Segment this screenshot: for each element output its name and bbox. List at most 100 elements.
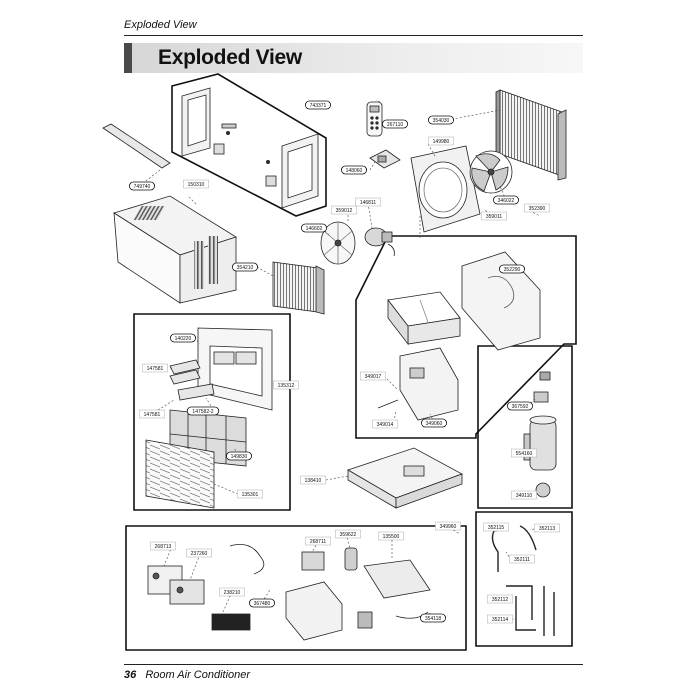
- callout-frame: [483, 522, 509, 532]
- part-callout-352390: 352390: [524, 203, 550, 213]
- part-number-label: 148060: [346, 168, 363, 174]
- part-callout-359011: 359011: [481, 211, 507, 221]
- callout-frame: [381, 119, 408, 129]
- front-panel-group-outline: [133, 313, 291, 511]
- callout-frame: [524, 203, 550, 213]
- callout-frame: [186, 406, 220, 416]
- part-callout-150310: 150310: [183, 179, 209, 189]
- part-callout-359012: 359012: [331, 205, 357, 215]
- louver-parts: [169, 359, 215, 401]
- callout-frame: [498, 264, 525, 274]
- part-callout-352111: 352111: [509, 554, 535, 564]
- page-header-text: Exploded View: [124, 19, 197, 31]
- header-rule: [124, 35, 583, 36]
- part-callout-138410: 138410: [300, 475, 326, 485]
- callout-frame: [300, 475, 326, 485]
- fan-shroud: [410, 145, 481, 233]
- part-callout-135301: 135301: [237, 489, 263, 499]
- part-number-label: 352290: [504, 267, 521, 273]
- part-number-label: 352113: [539, 526, 556, 532]
- part-number-label: 349014: [377, 422, 394, 428]
- callout-frame: [142, 363, 168, 373]
- part-callout-147581: 147581: [142, 363, 168, 373]
- part-callout-267110: 267110: [381, 119, 408, 129]
- part-number-label: 743371: [310, 103, 327, 109]
- part-callout-149830: 149830: [225, 451, 252, 461]
- part-number-label: 749740: [134, 184, 151, 190]
- callout-frame: [372, 419, 398, 429]
- callout-frame: [420, 418, 447, 428]
- part-callout-238210: 238210: [219, 587, 245, 597]
- part-callout-367592: 367592: [506, 401, 533, 411]
- part-callout-554160: 554160: [511, 448, 537, 458]
- callout-frame: [340, 165, 367, 175]
- part-callout-149980: 149980: [428, 136, 454, 146]
- top-seal-strip: [102, 123, 171, 169]
- part-number-label: 359011: [486, 214, 503, 220]
- page-title: Exploded View: [158, 46, 302, 69]
- base-group-outline: [355, 235, 577, 439]
- evaporator-coil: [272, 261, 325, 315]
- footer-rule: [124, 664, 583, 665]
- callout-frame: [273, 380, 299, 390]
- callout-frame: [506, 401, 533, 411]
- callout-frame: [481, 211, 507, 221]
- part-callout-367480: 367480: [248, 598, 275, 608]
- page-footer: 36 Room Air Conditioner: [124, 669, 250, 681]
- callout-frame: [378, 531, 404, 541]
- part-callout-346022: 346022: [492, 195, 519, 205]
- part-callout-147582-2: 147582-2: [186, 406, 220, 416]
- part-number-label: 237260: [191, 551, 208, 557]
- callout-frame: [300, 223, 327, 233]
- part-callout-135312: 135312: [273, 380, 299, 390]
- callout-frame: [150, 541, 176, 551]
- callout-frame: [511, 448, 537, 458]
- condenser-coil: [495, 89, 567, 181]
- callout-frame: [509, 554, 535, 564]
- callout-frame: [335, 529, 361, 539]
- part-callout-743371: 743371: [304, 100, 331, 110]
- part-number-label: 349017: [365, 374, 382, 380]
- callout-frame: [360, 371, 386, 381]
- callout-frame: [128, 181, 155, 191]
- callout-frame: [305, 536, 331, 546]
- part-number-label: 352115: [488, 525, 505, 531]
- callout-frame: [237, 489, 263, 499]
- cabinet: [113, 195, 237, 304]
- motor-mount: [369, 149, 401, 169]
- part-number-label: 554160: [516, 451, 533, 457]
- part-number-label: 267110: [387, 122, 404, 128]
- part-number-label: 268711: [310, 539, 327, 545]
- part-number-label: 147582-2: [192, 409, 213, 415]
- part-number-label: 352114: [492, 617, 509, 623]
- blower-wheel: [320, 221, 356, 265]
- group-boundaries: [125, 73, 577, 651]
- part-number-label: 268713: [155, 544, 172, 550]
- part-callout-352112: 352112: [487, 594, 513, 604]
- part-number-label: 352390: [529, 206, 546, 212]
- part-callout-352290: 352290: [498, 264, 525, 274]
- part-number-label: 149830: [231, 454, 248, 460]
- part-number-label: 359622: [340, 532, 357, 538]
- part-number-label: 147581: [147, 366, 164, 372]
- callout-frame: [492, 195, 519, 205]
- callout-frame: [419, 613, 446, 623]
- pipe-group-outline: [475, 511, 573, 647]
- callout-frame: [304, 100, 331, 110]
- title-bar: Exploded View: [124, 43, 583, 73]
- part-number-label: 138410: [305, 478, 322, 484]
- part-number-label: 354118: [425, 616, 442, 622]
- part-number-label: 238210: [224, 590, 241, 596]
- callout-frame: [534, 523, 560, 533]
- frame-parts: [181, 87, 319, 209]
- part-callout-354210: 354210: [231, 262, 258, 272]
- part-callout-354118: 354118: [419, 613, 446, 623]
- part-callout-147581: 147581: [139, 409, 165, 419]
- fan-motor: [364, 227, 395, 257]
- part-callout-359622: 359622: [335, 529, 361, 539]
- part-number-label: 135500: [383, 534, 400, 540]
- front-grille: [145, 439, 215, 509]
- base-parts: [377, 251, 541, 421]
- part-number-label: 135312: [278, 383, 295, 389]
